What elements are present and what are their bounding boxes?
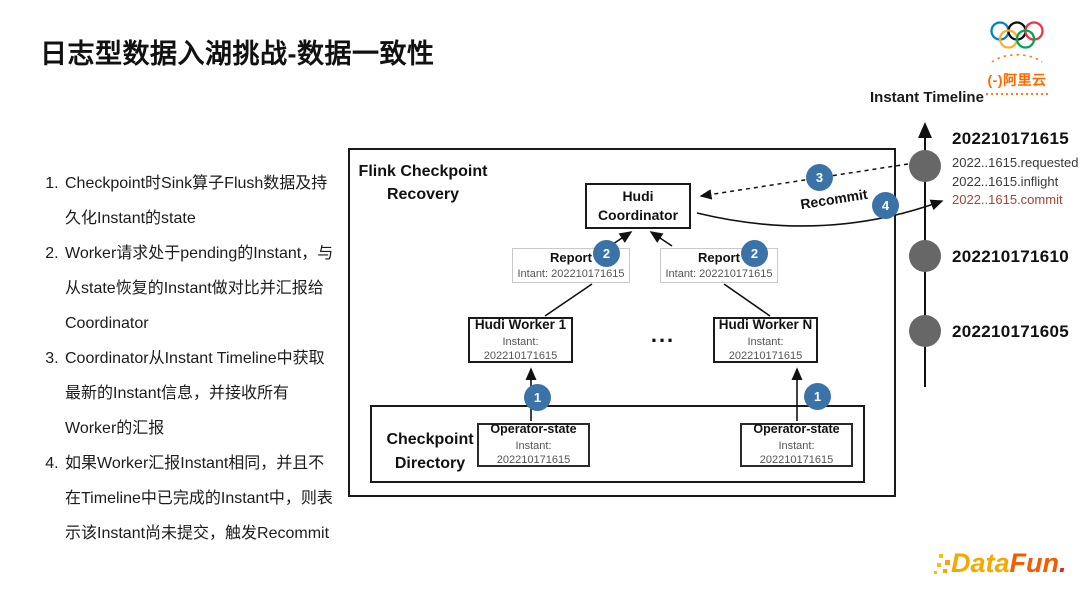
hudi-coordinator-box: Hudi Coordinator (585, 183, 691, 229)
note-item: 如果Worker汇报Instant相同，并且不在Timeline中已完成的Ins… (63, 446, 340, 551)
datafun-pixel (945, 560, 950, 565)
datafun-pixel (937, 563, 941, 567)
operator-state-instant: Instant: 202210171615 (759, 440, 834, 467)
datafun-pixel (934, 571, 937, 574)
checkpoint-directory-box (370, 405, 865, 483)
datafun-pixel (943, 569, 947, 573)
step-badge-2: 2 (593, 240, 620, 267)
timeline-node-1605 (909, 315, 941, 347)
timeline-instant-id: 202210171610 (952, 247, 1070, 266)
timeline-instant-id: 202210171605 (952, 322, 1070, 341)
frame-label: Flink Checkpoint Recovery (358, 163, 488, 204)
timeline-instant-id: 202210171615 (952, 129, 1070, 148)
operator-state-box-1: Operator-state Instant: 202210171615 (477, 422, 590, 467)
timeline-entry-1615: 202210171615 2022..1615.requested 2022..… (952, 129, 1079, 210)
operator-state-title: Operator-state (753, 422, 840, 437)
step-badge-4: 4 (872, 192, 899, 219)
report-instant: Intant: 202210171615 (517, 267, 625, 280)
step-badge-2: 2 (741, 240, 768, 267)
timeline-node-1610 (909, 240, 941, 272)
step-badge-1: 1 (524, 384, 551, 411)
aliyun-olympic-logo: (-)阿里云 (980, 20, 1054, 95)
checkpoint-directory-label: Checkpoint Directory (386, 431, 474, 472)
aliyun-logo-text: (-)阿里云 (987, 72, 1047, 88)
notes-list: Checkpoint时Sink算子Flush数据及持久化Instant的stat… (36, 166, 340, 551)
aliyun-slogan-dots (986, 93, 1048, 95)
datafun-text-part: . (1059, 548, 1067, 578)
hudi-coordinator-label: Hudi Coordinator (597, 188, 679, 223)
timeline-file-inflight: 2022..1615.inflight (952, 173, 1059, 189)
workers-ellipsis: ... (650, 322, 676, 347)
hudi-worker-1-box: Hudi Worker 1 Instant: 202210171615 (468, 317, 573, 363)
report-title: Report (550, 249, 592, 265)
report-title: Report (698, 249, 740, 265)
worker-title: Hudi Worker 1 (474, 316, 567, 332)
operator-state-instant: Instant: 202210171615 (496, 440, 571, 467)
hudi-worker-n-box: Hudi Worker N Instant: 202210171615 (713, 317, 818, 363)
note-item: Checkpoint时Sink算子Flush数据及持久化Instant的stat… (63, 166, 340, 236)
timeline-title: Instant Timeline (870, 89, 984, 106)
datafun-text-part: Data (951, 548, 1010, 578)
step-badge-1: 1 (804, 383, 831, 410)
report-instant: Intant: 202210171615 (665, 267, 773, 280)
step-badge-3: 3 (806, 164, 833, 191)
datafun-logo: DataFun. (933, 546, 1073, 588)
datafun-pixel (939, 554, 943, 558)
note-item: Worker请求处于pending的Instant，与从state恢复的Inst… (63, 236, 340, 341)
datafun-logo-text: DataFun. (951, 548, 1067, 579)
operator-state-box-2: Operator-state Instant: 202210171615 (740, 422, 853, 467)
flink-checkpoint-recovery-frame (348, 148, 896, 497)
operator-state-title: Operator-state (490, 422, 577, 437)
worker-instant: Instant: 202210171615 (728, 335, 803, 362)
olympic-rings-icon (990, 21, 1044, 63)
timeline-file-commit: 2022..1615.commit (952, 192, 1063, 207)
timeline-node-1615 (909, 150, 941, 182)
page-title: 日志型数据入湖挑战-数据一致性 (40, 39, 435, 69)
timeline-file-requested: 2022..1615.requested (952, 155, 1079, 170)
worker-instant: Instant: 202210171615 (483, 335, 558, 362)
note-item: Coordinator从Instant Timeline中获取最新的Instan… (63, 341, 340, 446)
datafun-text-part: Fun (1009, 548, 1060, 578)
worker-title: Hudi Worker N (718, 316, 813, 332)
